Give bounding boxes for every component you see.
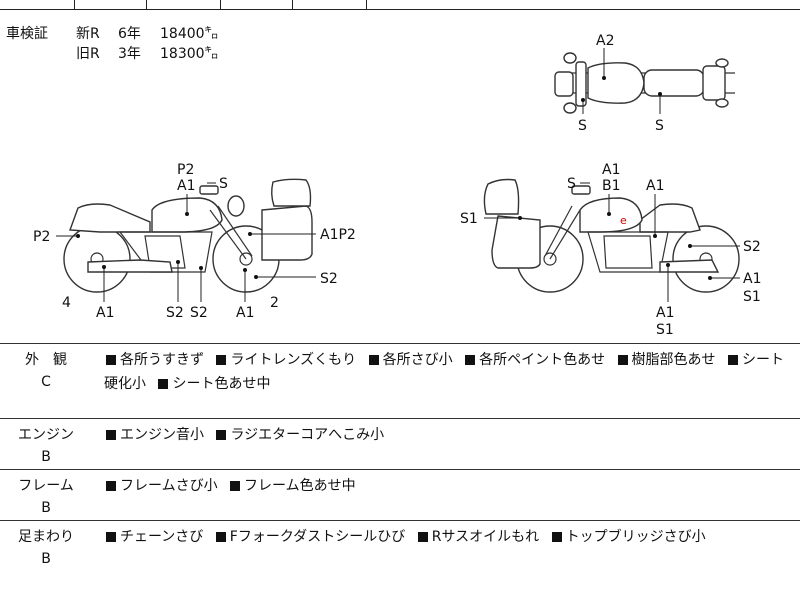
category-grade: B [41,500,51,516]
diagram-label: S [578,118,587,134]
category-grade: B [41,551,51,567]
motorcycle-left-view [63,178,313,293]
note-item: 樹脂部色あせ [616,352,716,368]
note-item: エンジン音小 [104,427,204,443]
category-notes: チェーンさび Fフォークダストシールひび Rサスオイルもれ トップブリッジさび小 [104,525,794,549]
header-divider [74,0,75,9]
category-notes: エンジン音小 ラジエターコアへこみ小 [104,423,794,447]
diagram-label: A1 [743,271,761,287]
diagram-label: A1 [646,178,664,194]
note-item: シート色あせ中 [156,376,270,392]
diagram-label: B1 [602,178,621,194]
note-item: ライトレンズくもり [214,352,356,368]
bullet-square-icon [215,532,226,542]
header-divider [146,0,147,9]
vehicle-inspection-row: 車検証 新R 6年 18400㌔ [6,24,230,44]
bullet-square-icon [230,481,241,491]
diagram-label: S [567,176,576,192]
note-item: 各所うすきず [104,352,204,368]
diagram-label: P2 [177,162,194,178]
diagram-label: A1 [602,162,620,178]
note-item: 各所ペイント色あせ [463,352,605,368]
top-header-strip [0,0,800,10]
diagram-label: A1 [96,305,114,321]
note-item: フレームさび小 [104,478,218,494]
bullet-square-icon [617,355,628,365]
diagram-label: A1 [656,305,674,321]
note-item: トップブリッジさび小 [550,529,706,545]
header-divider [220,0,221,9]
diagram-label: S2 [320,271,338,287]
category-name: 外 観 [25,352,67,368]
svg-text:e: e [620,214,627,227]
vehicle-inspection-block: 車検証 新R 6年 18400㌔ 旧R 3年 18300㌔ [6,24,230,64]
diagram-label: S2 [743,239,761,255]
inspection-mileage: 18400㌔ [160,26,219,42]
condition-row-exterior: 外 観 C 各所うすきず ライトレンズくもり 各所さび小 各所ペイント色あせ 樹… [0,343,800,418]
diagram-label: S1 [656,322,674,338]
diagram-label: A1 [236,305,254,321]
condition-row-engine: エンジン B エンジン音小 ラジエターコアへこみ小 [0,418,800,469]
bullet-square-icon [106,430,116,440]
bullet-square-icon [106,355,116,365]
condition-row-frame: フレーム B フレームさび小 フレーム色あせ中 [0,469,800,520]
bullet-square-icon [417,532,428,542]
diagram-label: S2 [190,305,208,321]
bullet-square-icon [106,532,116,542]
motorcycle-top-view [554,52,735,114]
inspection-mileage: 18300㌔ [160,46,219,62]
note-item: Rサスオイルもれ [416,529,539,545]
inspection-kind: 旧R [76,46,100,62]
bullet-square-icon [551,532,562,542]
inspection-years: 3年 [118,46,141,62]
bullet-square-icon [216,355,227,365]
category-notes: フレームさび小 フレーム色あせ中 [104,474,794,498]
diagram-label: S [219,176,228,192]
note-item: チェーンさび [104,529,203,545]
header-divider [292,0,293,9]
diagram-label: 2 [270,295,279,311]
category-name: フレーム [18,478,74,494]
diagram-label: P2 [33,229,50,245]
category-name: 足まわり [18,529,74,545]
diagram-label: A2 [596,33,614,49]
header-divider [366,0,367,9]
condition-table: 外 観 C 各所うすきず ライトレンズくもり 各所さび小 各所ペイント色あせ 樹… [0,343,800,600]
bullet-square-icon [728,355,738,365]
vehicle-inspection-row: 旧R 3年 18300㌔ [6,44,230,64]
inspection-years: 6年 [118,26,141,42]
note-item: フレーム色あせ中 [228,478,356,494]
category-grade: B [41,449,51,465]
diagram-label: S1 [460,211,478,227]
vehicle-inspection-heading: 車検証 [6,26,48,42]
condition-row-suspension: 足まわり B チェーンさび Fフォークダストシールひび Rサスオイルもれ トップ… [0,520,800,600]
bullet-square-icon [368,355,379,365]
note-item: Fフォークダストシールひび [214,529,405,545]
note-item: ラジエターコアへこみ小 [214,427,384,443]
motorcycle-damage-diagram: A2 S S P2 A1 S P2 A1P2 4 2 S2 A1 S2 S2 A… [33,33,761,338]
note-item: 各所さび小 [367,352,453,368]
bullet-square-icon [106,481,116,491]
diagram-label: S2 [166,305,184,321]
diagram-label: A1P2 [320,227,356,243]
motorcycle-right-view: e [483,178,740,293]
inspection-kind: 新R [76,26,100,42]
bullet-square-icon [216,430,227,440]
category-name: エンジン [18,427,74,443]
diagram-label: S [655,118,664,134]
bullet-square-icon [465,355,476,365]
note-item: シート硬化小 [104,352,784,392]
diagram-label: 4 [62,295,71,311]
diagram-label: S1 [743,289,761,305]
category-grade: C [41,374,51,390]
category-notes: 各所うすきず ライトレンズくもり 各所さび小 各所ペイント色あせ 樹脂部色あせ … [104,348,794,396]
bullet-square-icon [158,379,169,389]
diagram-label: A1 [177,178,195,194]
